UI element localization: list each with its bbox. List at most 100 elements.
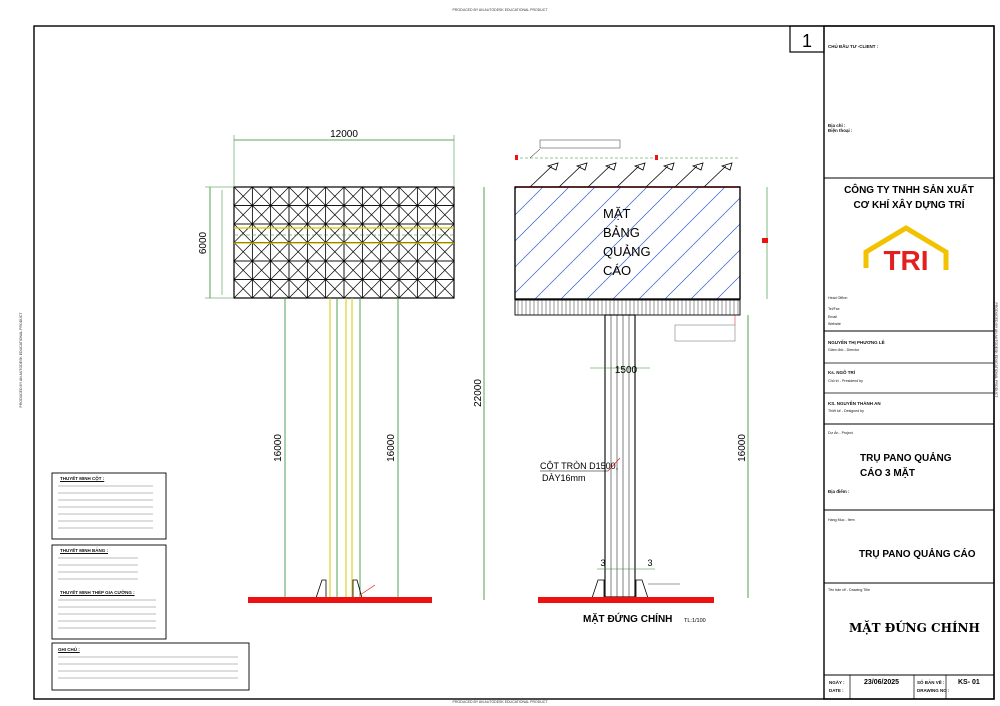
project-label: Dự Án - Project [828, 431, 853, 435]
truss-diagonal [398, 186, 418, 206]
truss-diagonal [233, 279, 253, 299]
truss-diagonal [362, 260, 381, 280]
truss-diagonal [307, 223, 326, 243]
truss-diagonal [325, 223, 345, 243]
lamp-arm [587, 165, 611, 188]
drawing-title: MẶT ĐỨNG CHÍNH [849, 621, 980, 635]
truss-diagonal [288, 205, 308, 225]
board-text-2: BẢNG [603, 225, 640, 240]
truss-diagonal [252, 205, 271, 225]
title-block [789, 25, 995, 700]
lamp-arm [616, 165, 640, 188]
truss-diagonal [362, 223, 381, 243]
truss-diagonal [380, 223, 400, 243]
truss-diagonal [288, 260, 308, 280]
truss-diagonal [307, 186, 326, 206]
note-box-board-title: THUYẾT MINH BẢNG : [60, 548, 108, 553]
dim-total-height: 22000 [473, 379, 484, 407]
left-elevation: 12000 6000 22000 16000 16000 [198, 129, 485, 603]
dim-board-height: 6000 [198, 231, 209, 254]
dim-post-height-right: 16000 [386, 434, 397, 462]
hatch-line [638, 197, 741, 300]
truss-diagonal [252, 260, 271, 280]
board-text-4: CÁO [603, 263, 631, 278]
truss-diagonal [417, 186, 436, 206]
right-elevation: MẶT BẢNG QUẢNG CÁO 1500 CỘT TRÒN D1500, … [514, 139, 768, 625]
truss-diagonal [270, 205, 290, 225]
lamp-head [691, 162, 704, 171]
email-label: Email [828, 315, 837, 319]
sheet-frame [33, 25, 995, 700]
column-note-line2: DÀY16mm [542, 473, 586, 483]
base-dim-left: 3 [600, 558, 605, 568]
truss-diagonal [325, 205, 345, 225]
truss-diagonal [233, 242, 253, 262]
lamp-arm [645, 165, 669, 188]
truss-diagonal [362, 186, 381, 206]
lamp-arm [529, 165, 553, 188]
round-column [604, 314, 636, 598]
logo-text: TRI [883, 245, 928, 276]
elevation-title: MẶT ĐỨNG CHÍNH [583, 612, 672, 625]
lamp-head [662, 162, 675, 171]
designer-name: KS. NGUYỄN THÀNH AN [828, 401, 881, 406]
truss-diagonal [270, 242, 290, 262]
hatch-line [690, 249, 741, 300]
lamp-arm [703, 165, 727, 188]
elevation-scale: TL:1/100 [684, 618, 706, 624]
base-dim-right: 3 [647, 558, 652, 568]
lamp-head [604, 162, 617, 171]
truss-diagonal [435, 242, 455, 262]
tel-label: Tel/Fax [828, 307, 840, 311]
left-posts [284, 298, 399, 598]
designer-role: Thiết kế - Designed by [828, 409, 864, 413]
lamp-head [575, 162, 588, 171]
truss-diagonal [417, 242, 436, 262]
dim-post-height-left: 16000 [273, 434, 284, 462]
left-base-footing [248, 597, 432, 603]
truss-diagonal [398, 279, 418, 299]
lamp-head [633, 162, 646, 171]
tri-logo: TRI [863, 225, 949, 276]
truss-diagonal [435, 223, 455, 243]
truss-diagonal [343, 260, 363, 280]
drawing-no-label-vi: SỐ BẢN VẼ : [917, 680, 945, 685]
truss-diagonal [288, 279, 308, 299]
location-label: Địa điểm : [828, 489, 850, 494]
truss-diagonal [343, 242, 363, 262]
hatch-line [534, 186, 648, 300]
lamp-arm [674, 165, 698, 188]
truss-diagonal [288, 242, 308, 262]
note-box-remarks-title: GHI CHÚ : [58, 647, 80, 652]
truss-diagonal [343, 279, 363, 299]
truss-diagonal [435, 186, 455, 206]
truss-diagonal [233, 223, 253, 243]
client-label: CHỦ ĐẦU TƯ -CLIENT : [828, 44, 879, 49]
hatch-line [612, 186, 726, 300]
top-stamp: PRODUCED BY AN AUTODESK EDUCATIONAL PROD… [453, 8, 549, 12]
truss-diagonal [270, 260, 290, 280]
truss-cell [435, 279, 455, 299]
advertising-board [514, 186, 741, 300]
truss-diagonal [307, 242, 326, 262]
day-label: NGÀY : [829, 680, 845, 685]
project-line2: CÁO 3 MẶT [860, 468, 915, 479]
bottom-stamp: PRODUCED BY AN AUTODESK EDUCATIONAL PROD… [453, 700, 549, 704]
hatch-line [514, 186, 622, 294]
drawing-no-label-en: DRAWING NO : [917, 688, 950, 693]
hatch-line [514, 186, 596, 268]
truss-diagonal [362, 242, 381, 262]
truss-diagonal [417, 223, 436, 243]
item-label: Hạng Mục - Item [828, 518, 855, 522]
truss-diagonal [252, 223, 271, 243]
truss-diagonal [307, 260, 326, 280]
phone-label: Điện thoại : [828, 128, 853, 133]
truss-diagonal [252, 186, 271, 206]
truss-diagonal [417, 205, 436, 225]
truss-diagonal [288, 223, 308, 243]
director-name: NGUYỄN THỊ PHƯƠNG LÊ [828, 340, 885, 345]
truss-diagonal [343, 205, 363, 225]
address-label: Địa chỉ : [828, 123, 846, 128]
checker-name: Ks. NGÔ TRÍ [828, 370, 856, 375]
note-box-column-title: THUYẾT MINH CỘT : [60, 476, 105, 481]
